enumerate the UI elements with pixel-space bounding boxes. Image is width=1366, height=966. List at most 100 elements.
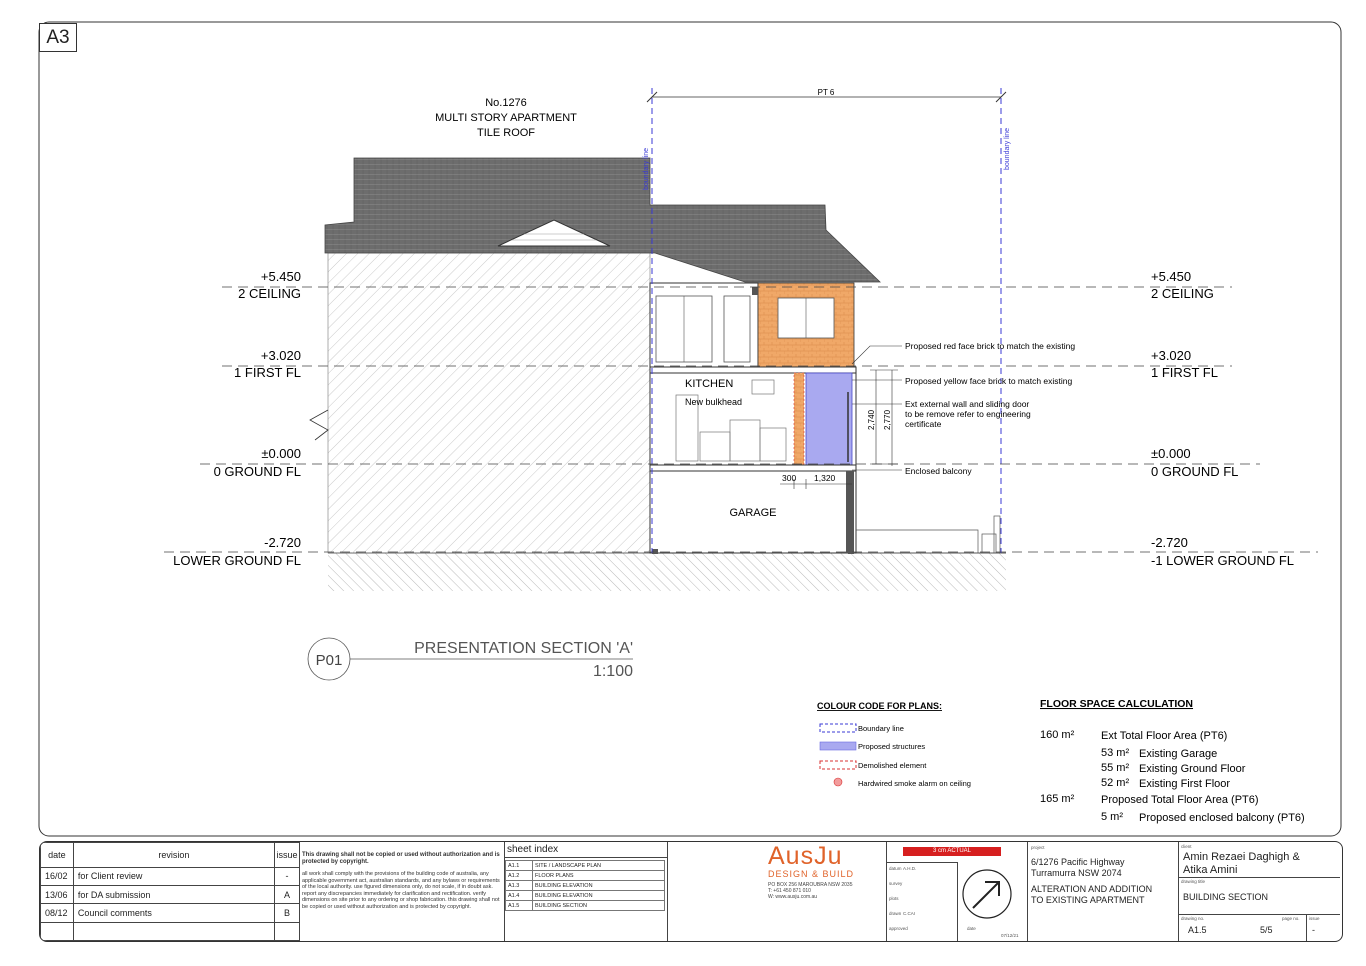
drawing-title: BUILDING SECTION: [1183, 892, 1269, 902]
legend-item: Boundary line: [858, 724, 904, 733]
note-yellow-brick: Proposed yellow face brick to match exis…: [905, 376, 1073, 386]
level-name-left: LOWER GROUND FL: [173, 553, 301, 568]
tile-roof: [324, 157, 881, 283]
company-phone: T: +61 450 871 010: [768, 888, 811, 894]
sheet-name: BUILDING SECTION: [532, 900, 665, 911]
client-block: client Amin Rezaei Daghigh & Atika Amini…: [1178, 842, 1340, 941]
rev-issue: B: [273, 903, 301, 923]
roof-label-1: No.1276: [485, 97, 527, 109]
rev-text: for DA submission: [72, 885, 275, 905]
title-block: date revision issue 16/02 for Client rev…: [39, 841, 1343, 942]
client-name-1: Amin Rezaei Daghigh &: [1183, 851, 1300, 863]
client-label: client: [1181, 844, 1192, 849]
break-line: [309, 409, 329, 441]
legal-title: This drawing shall not be copied or used…: [302, 852, 500, 865]
drawing-no-label: drawing no.: [1181, 916, 1205, 921]
sheet-border: [38, 21, 1342, 837]
info-date-label: date: [967, 926, 976, 931]
sheet-name: BUILDING ELEVATION: [532, 880, 665, 891]
floor-label: Existing First Floor: [1139, 778, 1230, 790]
note-ext-wall-1: Ext external wall and sliding door: [905, 399, 1029, 409]
north-arrow-icon: [962, 869, 1012, 919]
level-name-right: 0 GROUND FL: [1151, 464, 1238, 479]
legend-swatch-boundary: [819, 723, 857, 733]
section-tag: P01: [316, 652, 343, 669]
level-name-right: 2 CEILING: [1151, 286, 1214, 301]
sheet-no: A1.2: [505, 870, 533, 881]
floor-label: Existing Ground Floor: [1139, 763, 1246, 775]
scale-bar: 3 cm ACTUAL: [903, 847, 1001, 856]
level-value-right: ±0.000: [1151, 446, 1191, 461]
rev-issue: -: [273, 866, 301, 887]
legend-swatch-proposed: [819, 741, 857, 751]
legend-swatch-demolished: [819, 760, 857, 770]
rev-header-issue: issue: [273, 842, 301, 868]
company-sub: DESIGN & BUILD: [768, 869, 855, 879]
rev-header-date: date: [40, 842, 74, 868]
legal-body: all work shall comply with the provision…: [302, 871, 500, 910]
level-value-left: ±0.000: [261, 446, 301, 461]
level-value-left: +3.020: [261, 348, 301, 363]
rev-text: for Client review: [72, 866, 275, 887]
sheet-name: BUILDING ELEVATION: [532, 890, 665, 901]
sheet-size-label: A3: [39, 23, 77, 52]
project-address-2: Turramurra NSW 2074: [1031, 868, 1122, 878]
project-desc-2: TO EXISTING APARTMENT: [1031, 895, 1145, 905]
dim-300: 300: [782, 473, 796, 483]
drawing-info: 3 cm ACTUAL datum A.H.D. survey plots dr…: [886, 842, 1028, 941]
floor-area: 55 m²: [1101, 762, 1129, 774]
table-row: 13/06 for DA submission A: [40, 885, 301, 905]
roof-label-2: MULTI STORY APARTMENT: [435, 112, 577, 124]
rev-issue: [273, 921, 301, 941]
boundary-label-right: boundary line: [1004, 128, 1011, 170]
sheet-no: A1.3: [505, 880, 533, 891]
legal-notes: This drawing shall not be copied or used…: [302, 852, 502, 910]
issue-value: -: [1312, 925, 1315, 935]
enclosed-balcony: [805, 372, 853, 466]
table-row: 16/02 for Client review -: [40, 866, 301, 887]
level-name-left: 0 GROUND FL: [214, 464, 301, 479]
company-logo: AusJu DESIGN & BUILD PO BOX 256 MAROUBRA…: [768, 842, 886, 900]
floor-area: 52 m²: [1101, 777, 1129, 789]
legend-title: COLOUR CODE FOR PLANS:: [817, 701, 942, 711]
legend-item: Demolished element: [858, 761, 927, 770]
rev-date: 16/02: [40, 866, 74, 887]
info-label: approved: [889, 926, 908, 931]
level-value-left: +5.450: [261, 269, 301, 284]
page-label: page no.: [1282, 916, 1300, 921]
drawing-no: A1.5: [1188, 925, 1207, 935]
level-value-right: +5.450: [1151, 269, 1191, 284]
demolished-wall: [793, 372, 805, 466]
floor-area: 160 m²: [1040, 729, 1075, 741]
issue-label: issue: [1309, 916, 1320, 921]
note-enclosed: Enclosed balcony: [905, 466, 972, 476]
company-name: AusJu: [768, 842, 843, 870]
rev-date: 08/12: [40, 903, 74, 923]
boundary-label-left: boundary line: [643, 148, 650, 190]
floor-label: Proposed Total Floor Area (PT6): [1101, 794, 1259, 806]
smoke-alarm-icon: [833, 777, 843, 787]
rev-text: [72, 921, 275, 941]
floor-label: Existing Garage: [1139, 748, 1217, 760]
first-floor-room: [649, 282, 759, 368]
level-name-right: -1 LOWER GROUND FL: [1151, 553, 1294, 568]
roof-label-3: TILE ROOF: [477, 127, 535, 139]
info-label: drawn: [889, 911, 902, 916]
level-value-right: -2.720: [1151, 535, 1188, 550]
rev-issue: A: [273, 885, 301, 905]
rev-header-revision: revision: [72, 842, 275, 868]
info-date-code: 07/12/21: [1001, 933, 1019, 938]
info-drawn: C.CAI: [903, 911, 916, 916]
rev-date: 13/06: [40, 885, 74, 905]
floor-label: Ext Total Floor Area (PT6): [1101, 730, 1227, 742]
level-value-left: -2.720: [264, 535, 301, 550]
project-label: project: [1031, 845, 1045, 850]
room-garage: GARAGE: [729, 507, 776, 519]
page-number: 5/5: [1260, 925, 1273, 935]
